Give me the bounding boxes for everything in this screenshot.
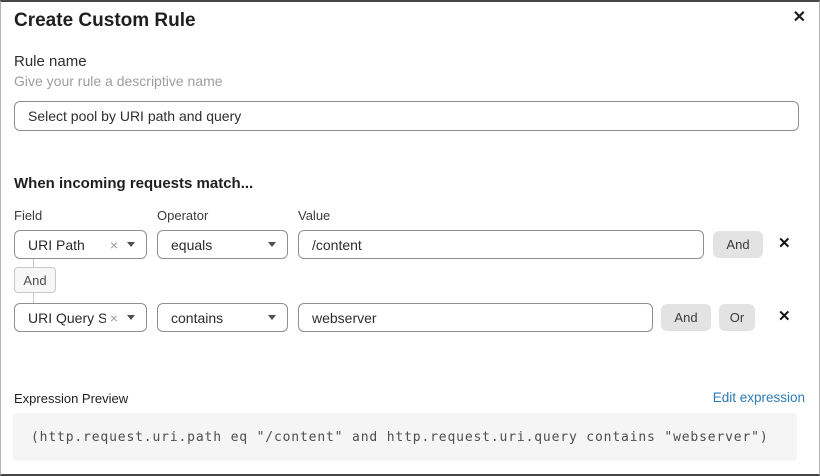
value-column-label: Value [298,208,331,223]
rule-name-hint: Give your rule a descriptive name [14,73,223,89]
operator-select-value: equals [171,236,213,253]
field-select-value: URI Path [28,236,85,253]
rule-name-input[interactable] [14,101,799,131]
operator-column-label: Operator [157,208,209,223]
clear-icon[interactable]: × [109,309,118,326]
and-connector-badge: And [14,267,56,293]
expression-code: (http.request.uri.path eq "/content" and… [31,429,769,445]
edit-expression-link[interactable]: Edit expression [712,390,805,405]
rule-name-label: Rule name [14,53,87,70]
expression-preview-label: Expression Preview [14,391,129,406]
chevron-down-icon [127,315,135,320]
chevron-down-icon [127,242,135,247]
operator-select[interactable]: contains [157,303,288,332]
clear-icon[interactable]: × [109,236,118,253]
value-input[interactable] [298,303,653,332]
field-select[interactable]: URI Path × [14,230,147,259]
add-or-condition-button[interactable]: Or [719,304,755,331]
close-icon[interactable]: ✕ [792,9,806,26]
dialog-title: Create Custom Rule [14,10,196,31]
field-column-label: Field [14,208,43,223]
remove-condition-icon[interactable]: ✕ [778,235,791,252]
field-select[interactable]: URI Query St... × [14,303,147,332]
field-select-value: URI Query St... [28,309,106,326]
operator-select[interactable]: equals [157,230,288,259]
expression-code-block: (http.request.uri.path eq "/content" and… [13,413,797,461]
match-heading: When incoming requests match... [14,175,254,192]
operator-select-value: contains [171,309,224,326]
chevron-down-icon [268,242,276,247]
value-input[interactable] [298,230,704,259]
chevron-down-icon [268,315,276,320]
remove-condition-icon[interactable]: ✕ [778,308,791,325]
add-and-condition-button[interactable]: And [661,304,711,331]
add-and-condition-button[interactable]: And [713,231,763,258]
